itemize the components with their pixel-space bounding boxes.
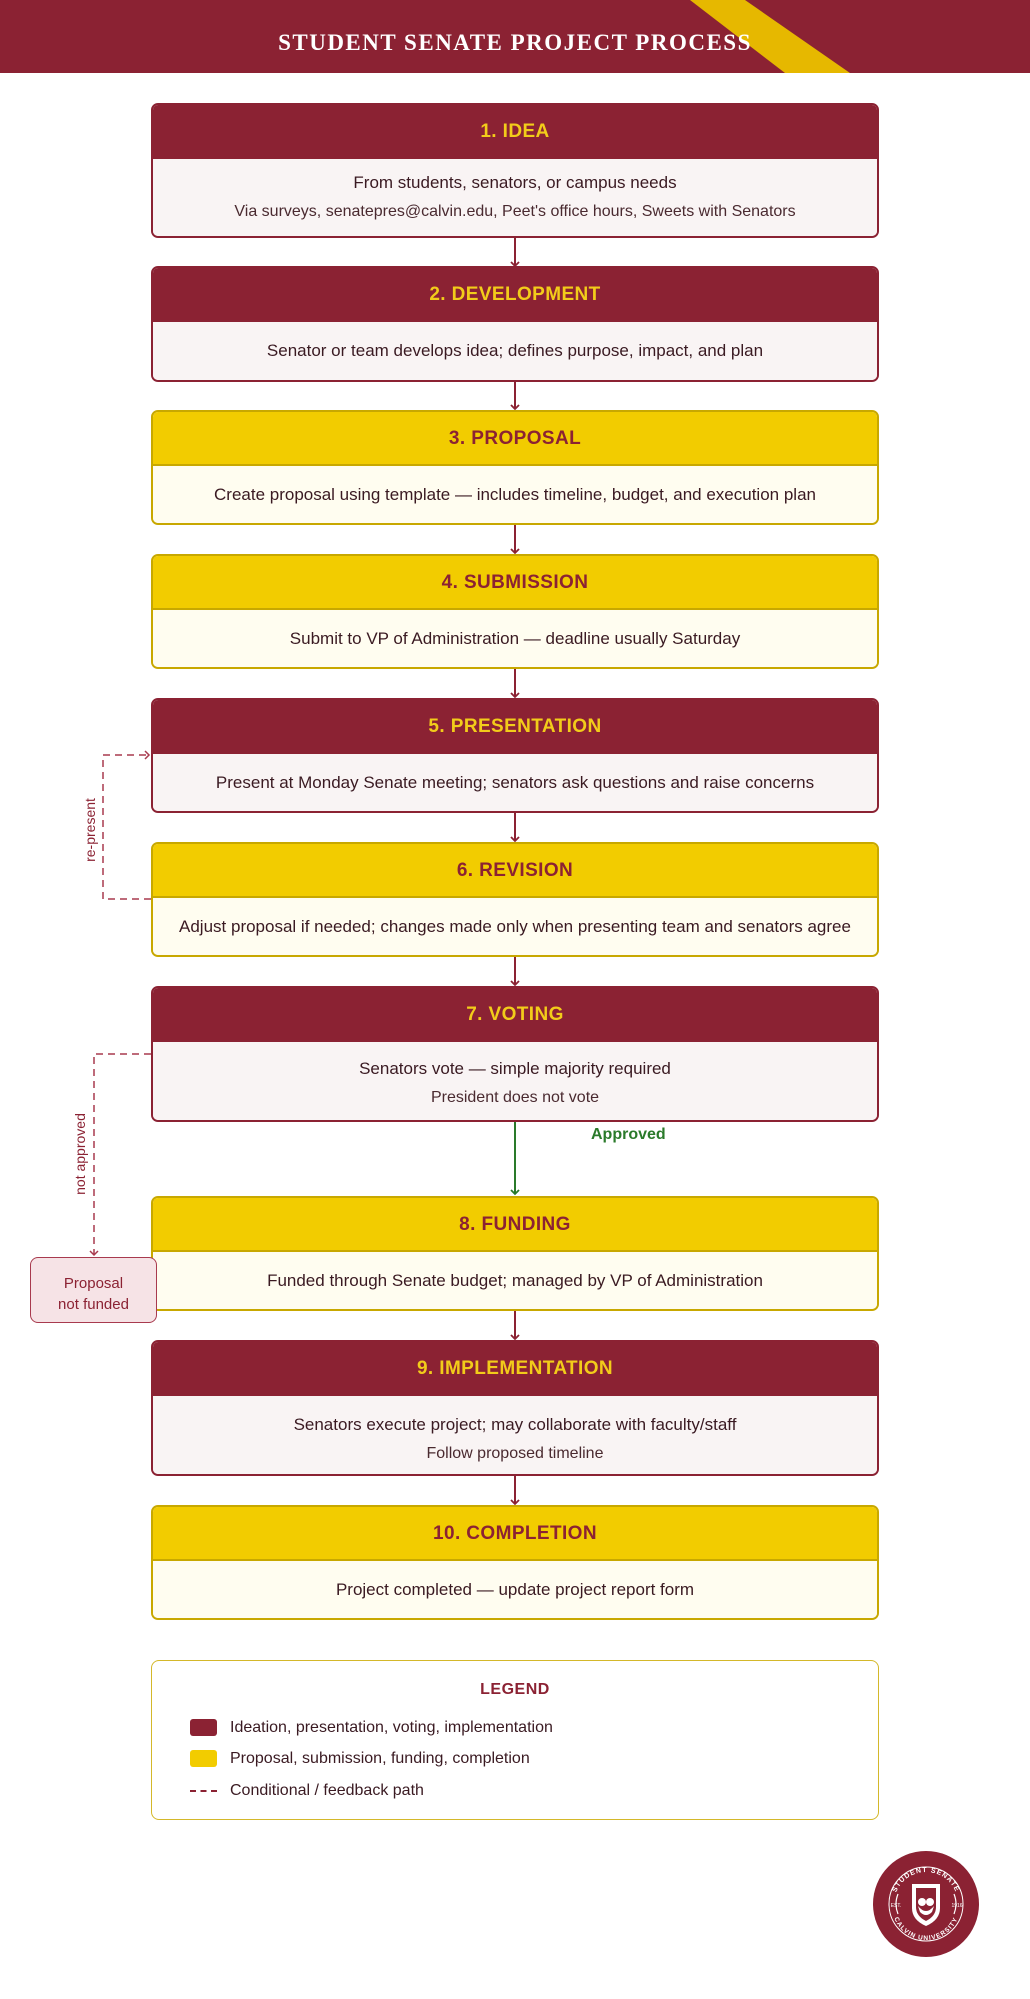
step-development: 2. DEVELOPMENT Senator or team develops … bbox=[151, 266, 879, 382]
legend-item-gold: Proposal, submission, funding, completio… bbox=[190, 1750, 530, 1770]
step-proposal: 3. PROPOSAL Create proposal using templa… bbox=[151, 410, 879, 525]
legend-item-dashed: Conditional / feedback path bbox=[190, 1782, 424, 1802]
step-description: Submit to VP of Administration — deadlin… bbox=[289, 629, 741, 648]
not-funded-line2: not funded bbox=[58, 1296, 129, 1313]
step-voting: 7. VOTING Senators vote — simple majorit… bbox=[151, 986, 879, 1122]
step-revision: 6. REVISION Adjust proposal if needed; c… bbox=[151, 842, 879, 957]
gold-swatch bbox=[190, 1750, 217, 1768]
step-description: From students, senators, or campus needs bbox=[353, 173, 677, 192]
step-description: Project completed — update project repor… bbox=[335, 1580, 695, 1599]
legend-label: Proposal, submission, funding, completio… bbox=[230, 1750, 530, 1767]
step-idea: 1. IDEA From students, senators, or camp… bbox=[151, 103, 879, 238]
step-funding: 8. FUNDING Funded through Senate budget;… bbox=[151, 1196, 879, 1311]
step-description: Present at Monday Senate meeting; senato… bbox=[215, 773, 815, 792]
not-approved-path bbox=[89, 1053, 151, 1257]
svg-text:1916: 1916 bbox=[951, 1903, 962, 1909]
not-approved-label: not approved bbox=[72, 1113, 88, 1195]
legend-label: Conditional / feedback path bbox=[230, 1782, 424, 1799]
step-title: 2. DEVELOPMENT bbox=[153, 268, 877, 322]
represent-label: re-present bbox=[82, 798, 98, 862]
not-funded-box: Proposal not funded bbox=[30, 1257, 157, 1323]
legend-label: Ideation, presentation, voting, implemen… bbox=[230, 1719, 553, 1736]
step-title: 3. PROPOSAL bbox=[153, 412, 877, 466]
svg-text:EST.: EST. bbox=[891, 1903, 902, 1909]
step-description: Create proposal using template — include… bbox=[214, 485, 816, 504]
header-banner: STUDENT SENATE PROJECT PROCESS bbox=[0, 0, 1030, 73]
student-senate-seal-logo: STUDENT SENATE CALVIN UNIVERSITY EST. 19… bbox=[873, 1851, 979, 1957]
step-implementation: 9. IMPLEMENTATION Senators execute proje… bbox=[151, 1340, 879, 1476]
step-description: Funded through Senate budget; managed by… bbox=[267, 1271, 763, 1290]
page-title: STUDENT SENATE PROJECT PROCESS bbox=[278, 30, 752, 55]
step-description: Adjust proposal if needed; changes made … bbox=[179, 917, 851, 936]
step-presentation: 5. PRESENTATION Present at Monday Senate… bbox=[151, 698, 879, 813]
step-title: 10. COMPLETION bbox=[153, 1507, 877, 1561]
step-title: 4. SUBMISSION bbox=[153, 556, 877, 610]
legend-item-maroon: Ideation, presentation, voting, implemen… bbox=[190, 1719, 553, 1739]
step-title: 5. PRESENTATION bbox=[153, 700, 877, 754]
step-description: Senators execute project; may collaborat… bbox=[293, 1415, 737, 1434]
step-title: 9. IMPLEMENTATION bbox=[153, 1342, 877, 1396]
represent-loop bbox=[102, 750, 151, 900]
legend: LEGEND Ideation, presentation, voting, i… bbox=[151, 1660, 879, 1820]
step-detail: President does not vote bbox=[430, 1089, 600, 1106]
step-detail: Follow proposed timeline bbox=[426, 1445, 604, 1462]
legend-title: LEGEND bbox=[480, 1681, 550, 1698]
not-funded-line1: Proposal bbox=[63, 1275, 124, 1292]
step-description: Senators vote — simple majority required bbox=[359, 1059, 671, 1078]
step-detail: Via surveys, senatepres@calvin.edu, Peet… bbox=[234, 203, 796, 220]
step-completion: 10. COMPLETION Project completed — updat… bbox=[151, 1505, 879, 1620]
step-submission: 4. SUBMISSION Submit to VP of Administra… bbox=[151, 554, 879, 669]
step-title: 7. VOTING bbox=[153, 988, 877, 1042]
step-description: Senator or team develops idea; defines p… bbox=[266, 341, 764, 360]
approved-label: Approved bbox=[591, 1126, 666, 1143]
step-title: 1. IDEA bbox=[153, 105, 877, 159]
dashed-line-swatch bbox=[190, 1789, 217, 1792]
step-title: 8. FUNDING bbox=[153, 1198, 877, 1252]
maroon-swatch bbox=[190, 1719, 217, 1737]
step-title: 6. REVISION bbox=[153, 844, 877, 898]
